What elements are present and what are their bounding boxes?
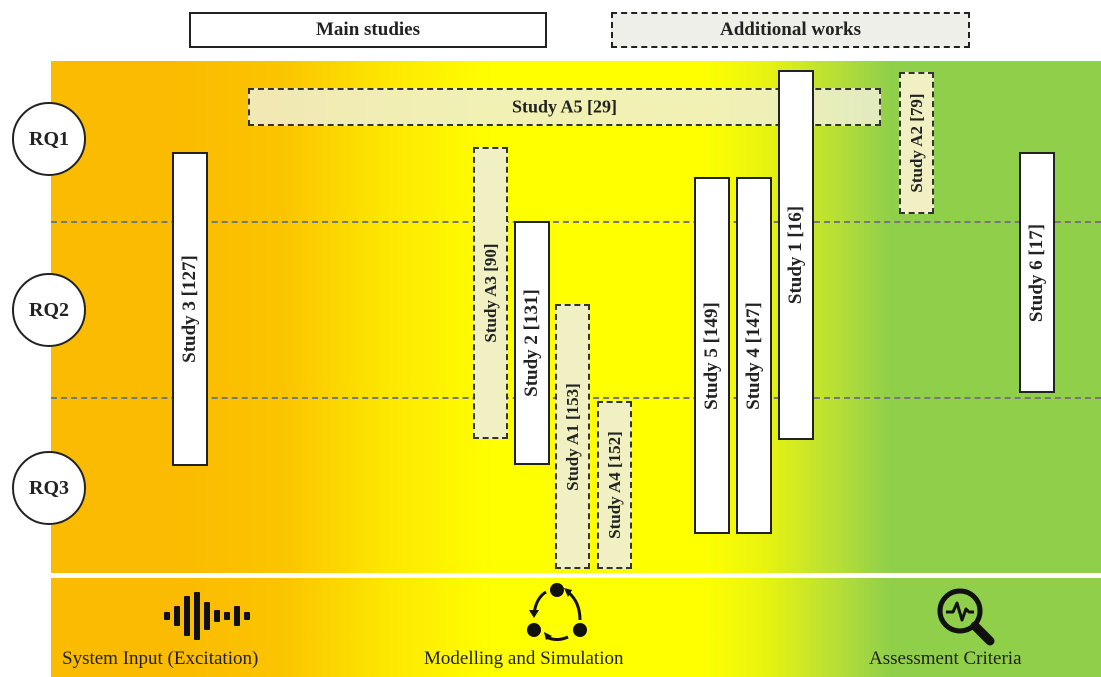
study-a5-label: Study A5 [29] [511, 96, 618, 117]
study-2-label: Study 2 [131] [521, 289, 542, 397]
magnifier-pulse-icon [937, 588, 995, 646]
study-1-box: Study 1 [16] [778, 70, 814, 440]
study-6-box: Study 6 [17] [1019, 152, 1055, 393]
cycle-arrows-icon [527, 583, 587, 641]
study-a4-box: Study A4 [152] [597, 401, 632, 569]
rq3-circle: RQ3 [12, 451, 86, 525]
study-3-box: Study 3 [127] [172, 152, 208, 466]
study-4-box: Study 4 [147] [736, 177, 772, 534]
legend-additional-works: Additional works [611, 12, 970, 48]
rq-divider-1 [51, 221, 1101, 223]
study-a3-box: Study A3 [90] [473, 147, 508, 439]
footer-label-modelling: Modelling and Simulation [424, 648, 624, 669]
study-a5-box: Study A5 [29] [248, 88, 881, 126]
study-1-label: Study 1 [16] [785, 205, 806, 305]
study-a3-label: Study A3 [90] [480, 243, 500, 343]
study-3-label: Study 3 [127] [179, 255, 200, 363]
footer-label-assessment: Assessment Criteria [869, 648, 1022, 669]
study-4-label: Study 4 [147] [743, 301, 764, 410]
study-6-label: Study 6 [17] [1026, 223, 1047, 322]
study-a2-box: Study A2 [79] [899, 72, 934, 214]
rq1-circle: RQ1 [12, 102, 86, 176]
study-a2-label: Study A2 [79] [906, 93, 926, 193]
sound-wave-icon [164, 592, 250, 640]
rq2-circle: RQ2 [12, 273, 86, 347]
study-a4-label: Study A4 [152] [604, 431, 624, 539]
study-a1-label: Study A1 [153] [562, 382, 582, 491]
study-a1-box: Study A1 [153] [555, 304, 590, 569]
study-5-box: Study 5 [149] [694, 177, 730, 534]
legend-main-studies: Main studies [189, 12, 547, 48]
study-5-label: Study 5 [149] [701, 301, 722, 410]
footer-label-input: System Input (Excitation) [62, 648, 259, 669]
study-2-box: Study 2 [131] [514, 221, 550, 465]
